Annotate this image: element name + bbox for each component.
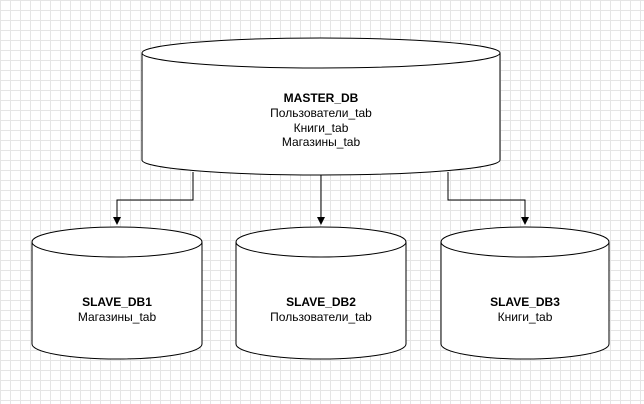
master-db-table-2: Книги_tab <box>294 121 349 135</box>
slave-db2-name: SLAVE_DB2 <box>286 295 356 309</box>
slave-db2-body <box>235 242 407 360</box>
slave-db1-body <box>31 242 203 360</box>
master-db-table-1: Пользователи_tab <box>270 106 372 120</box>
master-db-cylinder[interactable]: MASTER_DB Пользователи_tab Книги_tab Маг… <box>141 37 501 176</box>
slave-db3-table-1: Книги_tab <box>498 310 553 324</box>
slave-db2-cylinder[interactable]: SLAVE_DB2 Пользователи_tab <box>235 226 407 360</box>
master-db-table-3: Магазины_tab <box>282 135 361 149</box>
slave-db3-body <box>440 242 610 360</box>
slave-db3-top <box>440 226 610 258</box>
master-db-top <box>141 37 501 69</box>
slave-db1-table-1: Магазины_tab <box>78 310 157 324</box>
master-db-body <box>141 53 501 176</box>
connector-master-to-slave1[interactable] <box>113 172 194 225</box>
slave-db3-name: SLAVE_DB3 <box>490 295 560 309</box>
slave-db3-cylinder[interactable]: SLAVE_DB3 Книги_tab <box>440 226 610 360</box>
slave-db2-top <box>235 226 407 258</box>
connector-master-to-slave3[interactable] <box>447 172 529 225</box>
slave-db1-name: SLAVE_DB1 <box>82 295 152 309</box>
connectors <box>113 172 529 225</box>
slave-db2-table-1: Пользователи_tab <box>270 310 372 324</box>
slave-db1-top <box>31 226 203 258</box>
master-db-name: MASTER_DB <box>284 91 359 105</box>
slave-db1-cylinder[interactable]: SLAVE_DB1 Магазины_tab <box>31 226 203 360</box>
